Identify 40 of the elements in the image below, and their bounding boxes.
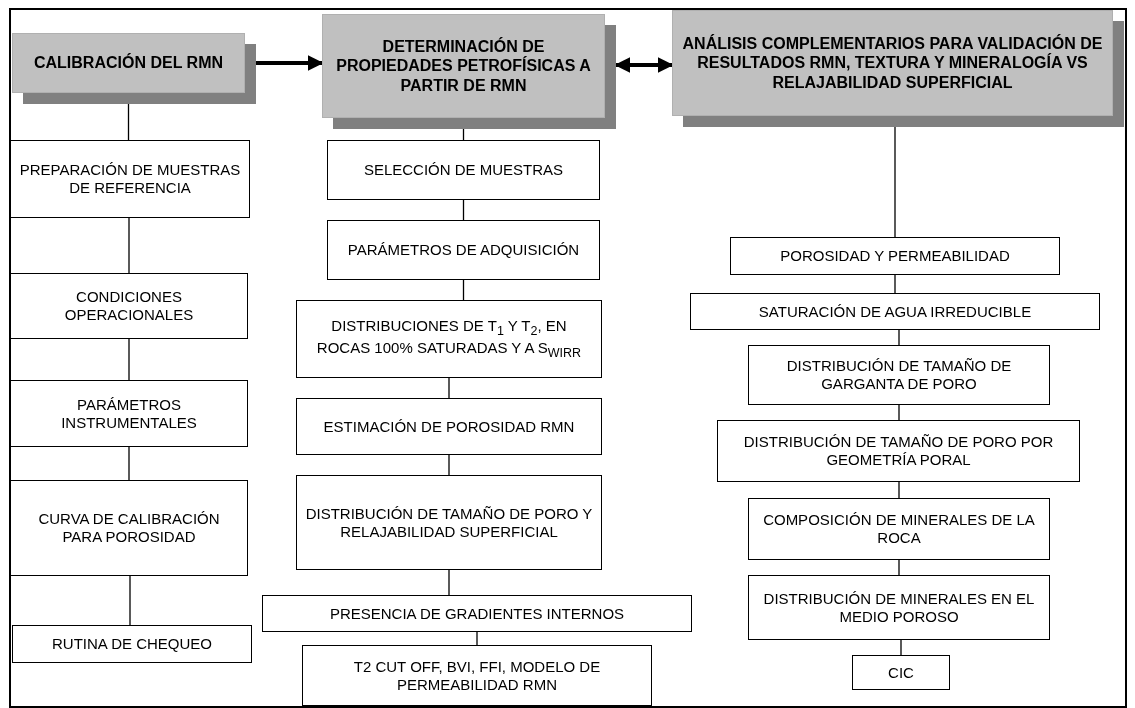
connector-line [127,103,130,141]
process-box: COMPOSICIÓN DE MINERALES DE LA ROCA [748,498,1050,560]
connector-line [898,481,900,499]
connector-line [448,377,450,399]
connector-line [462,128,465,141]
connector-line [898,329,900,346]
process-box: CIC [852,655,950,690]
process-box: T2 CUT OFF, BVI, FFI, MODELO DE PERMEABILIDAD RMN [302,645,652,706]
process-box: DISTRIBUCIÓN DE MINERALES EN EL MEDIO POROSO [748,575,1050,640]
process-box: DISTRIBUCIÓN DE TAMAÑO DE GARGANTA DE PORO [748,345,1050,405]
process-box: DISTRIBUCIONES DE T$_{1}$ Y T$_{2}$, EN ROCAS 100% SATURADAS Y A S$_{WIRR}$ [296,300,602,378]
connector-line [894,274,896,294]
connector-line [462,199,465,221]
connector-line [476,631,478,646]
process-box: PARÁMETROS INSTRUMENTALES [10,380,248,447]
connector-line [462,279,465,301]
process-box: PREPARACIÓN DE MUESTRAS DE REFERENCIA [10,140,250,218]
connector-line [128,338,130,381]
connector-line [129,575,131,626]
connector-line [448,454,450,476]
process-box: ESTIMACIÓN DE POROSIDAD RMN [296,398,602,455]
process-box: POROSIDAD Y PERMEABILIDAD [730,237,1060,275]
connector-line [128,446,130,481]
process-box: DISTRIBUCIÓN DE TAMAÑO DE PORO POR GEOMETRÍA PORAL [717,420,1080,482]
process-box: RUTINA DE CHEQUEO [12,625,252,663]
connector-line [894,126,896,238]
connector-line [900,639,902,656]
arrow [614,57,674,73]
process-box: SELECCIÓN DE MUESTRAS [327,140,600,200]
process-box: DISTRIBUCIÓN DE TAMAÑO DE PORO Y RELAJABILIDAD SUPERFICIAL [296,475,602,570]
process-box: CURVA DE CALIBRACIÓN PARA POROSIDAD [10,480,248,576]
connector-line [448,569,450,596]
process-box: SATURACIÓN DE AGUA IRREDUCIBLE [690,293,1100,330]
connector-line [128,217,130,274]
arrow [256,55,324,71]
process-box: PRESENCIA DE GRADIENTES INTERNOS [262,595,692,632]
process-box: PARÁMETROS DE ADQUISICIÓN [327,220,600,280]
connector-line [898,404,900,421]
process-box: CONDICIONES OPERACIONALES [10,273,248,339]
connector-line [898,559,900,576]
